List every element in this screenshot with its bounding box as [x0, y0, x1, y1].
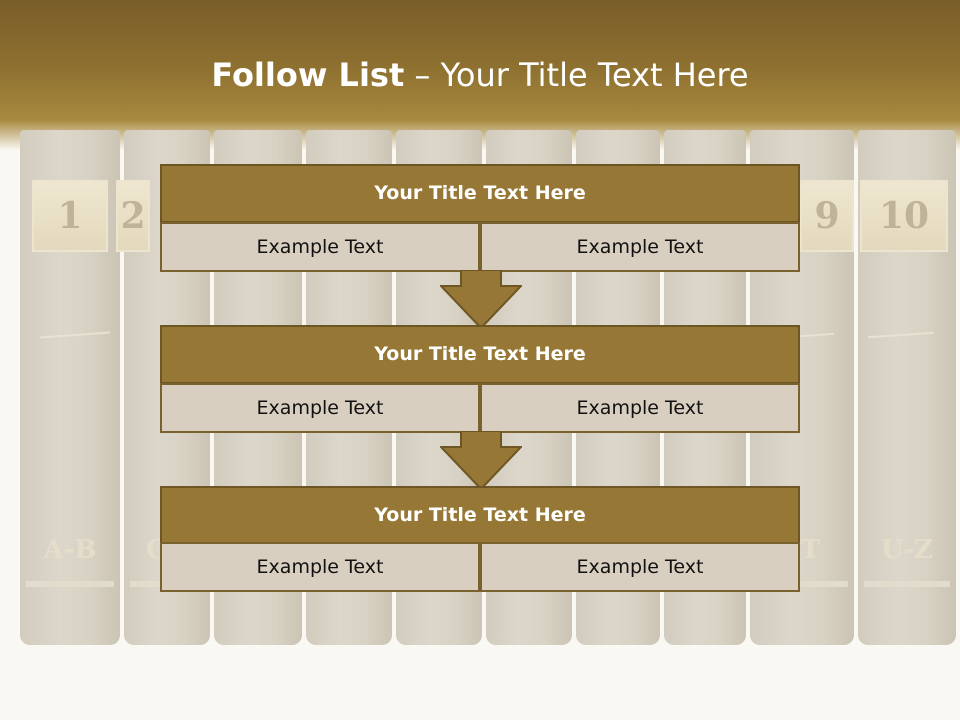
book-number: 10 [860, 180, 948, 252]
book-number: 2 [116, 180, 150, 252]
book-range: A-B [43, 535, 97, 565]
step-right-text: Example Text [480, 383, 800, 433]
step-left-text: Example Text [160, 542, 480, 592]
book-range: U-Z [881, 535, 933, 565]
book-range: T [800, 535, 820, 565]
book-spine-10: 10 U-Z [858, 130, 956, 645]
slide-title-bold: Follow List [211, 56, 405, 94]
slide-title-rest: – Your Title Text Here [404, 56, 749, 94]
step-right-text: Example Text [480, 542, 800, 592]
book-number: 9 [800, 180, 854, 252]
step-right-text: Example Text [480, 222, 800, 272]
step-title: Your Title Text Here [160, 325, 800, 384]
book-spine-1: 1 A-B [20, 130, 120, 645]
step-title: Your Title Text Here [160, 164, 800, 223]
step-left-text: Example Text [160, 222, 480, 272]
step-title: Your Title Text Here [160, 486, 800, 545]
down-arrow-icon [440, 431, 522, 491]
slide-title: Follow List – Your Title Text Here [0, 56, 960, 94]
header-band [0, 0, 960, 150]
book-number: 1 [32, 180, 108, 252]
step-left-text: Example Text [160, 383, 480, 433]
down-arrow-icon [440, 270, 522, 330]
